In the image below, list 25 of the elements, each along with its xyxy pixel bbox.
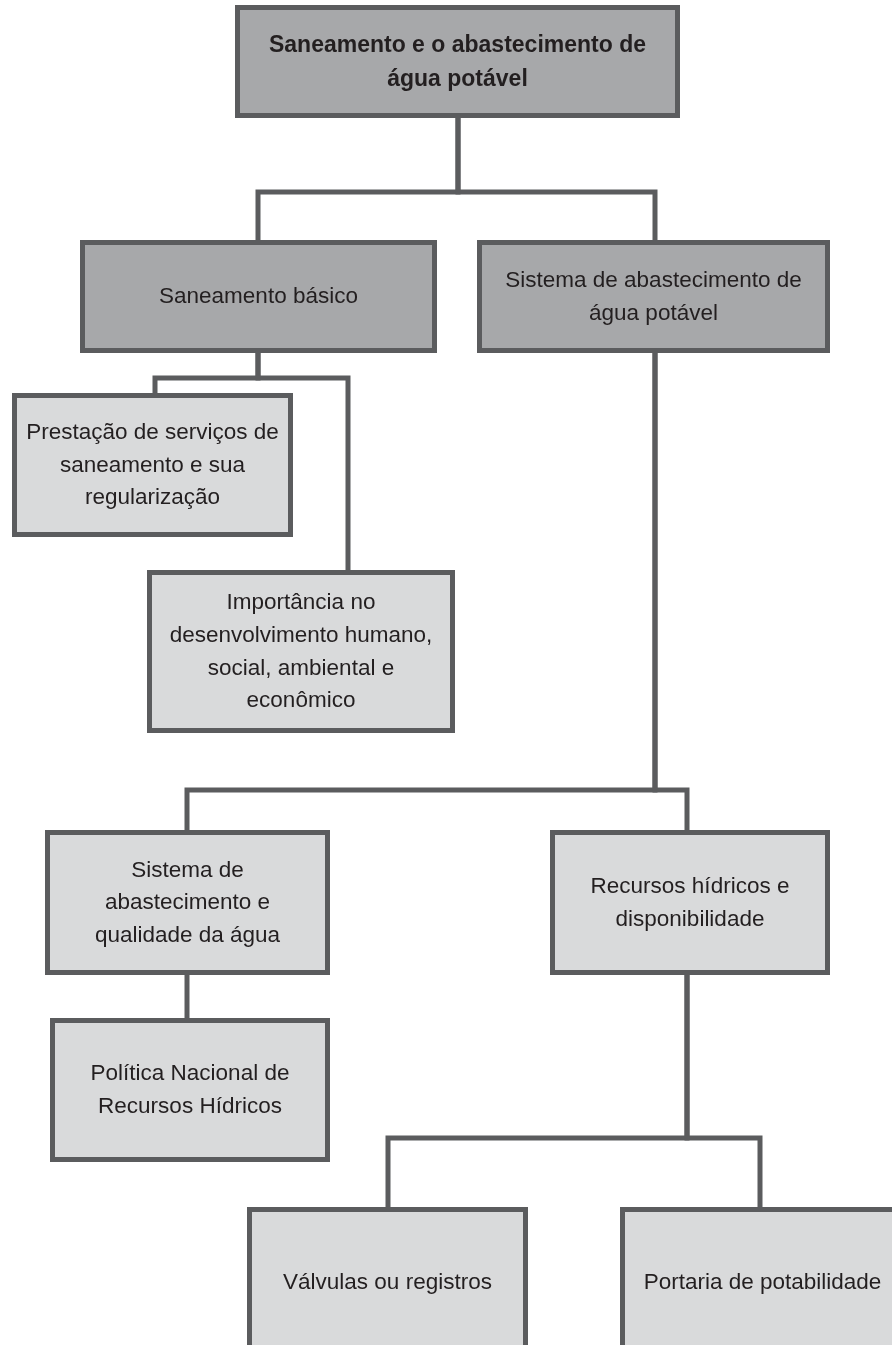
box-label: Prestação de serviços de saneamento e sua regularização	[25, 418, 280, 512]
process-box	[477, 240, 830, 353]
process-box	[12, 393, 293, 537]
box-label: Sistema de abastecimento e qualidade da água	[93, 855, 282, 949]
connector-line	[684, 975, 763, 1207]
process-box	[80, 240, 437, 353]
box-label: Portaria de potabilidade	[643, 1267, 882, 1296]
connector-line	[184, 975, 190, 1018]
connector-line	[455, 118, 658, 240]
process-box	[247, 1207, 528, 1345]
box-label: Saneamento básico	[159, 282, 358, 311]
process-box	[235, 5, 680, 118]
box-label: Recursos hídricos e disponibilidade	[589, 871, 791, 933]
process-box	[147, 570, 455, 733]
box-label: Política Nacional de Recursos Hídricos	[89, 1059, 291, 1120]
box-label: Saneamento e o abastecimento de água potável	[267, 30, 648, 93]
connector-line	[652, 353, 690, 830]
connector-line	[255, 353, 351, 570]
process-box	[620, 1207, 892, 1345]
box-label: Importância no desenvolvimento humano, social, ambiental e econômico	[168, 588, 434, 715]
process-box	[45, 830, 330, 975]
box-label: Válvulas ou registros	[283, 1267, 492, 1296]
process-box	[50, 1018, 330, 1162]
box-label: Sistema de abastecimento de água potável	[504, 265, 803, 327]
process-box	[550, 830, 830, 975]
